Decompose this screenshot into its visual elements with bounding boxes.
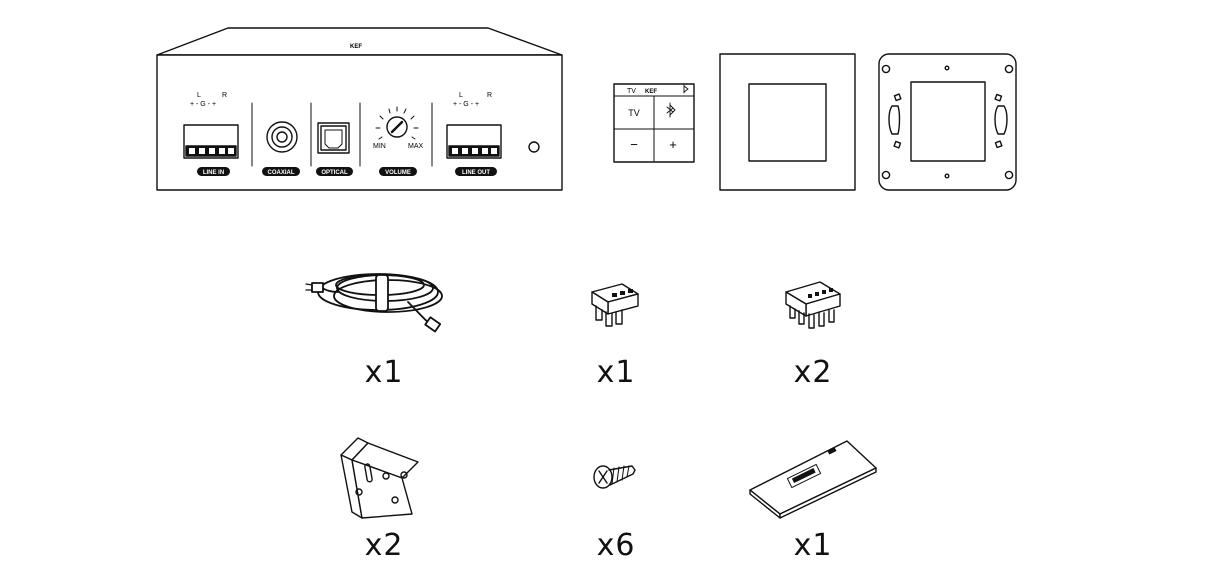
quantity-screw: x6 bbox=[596, 528, 636, 563]
coaxial-jack bbox=[266, 121, 298, 153]
line-in-label: LINE IN bbox=[203, 170, 224, 176]
status-led bbox=[528, 141, 540, 153]
volume-min-label: MIN bbox=[373, 143, 386, 150]
connector-3pin bbox=[591, 283, 639, 327]
volume-knob bbox=[375, 106, 419, 140]
optical-label: OPTICAL bbox=[321, 170, 348, 176]
line-out-polarity: + - G - + bbox=[453, 101, 479, 108]
screw bbox=[593, 465, 636, 489]
line-out-right-label: R bbox=[487, 92, 492, 99]
bluetooth-icon bbox=[666, 84, 689, 118]
volume-max-label: MAX bbox=[408, 143, 424, 150]
quantity-manual: x1 bbox=[793, 528, 833, 563]
amplifier-unit bbox=[156, 27, 563, 191]
power-cord bbox=[305, 273, 443, 333]
keypad-brand-logo: KEF bbox=[645, 89, 657, 95]
wall-keypad bbox=[613, 83, 695, 163]
line-in-polarity: + - G - + bbox=[190, 101, 216, 108]
manual-booklet bbox=[749, 440, 877, 519]
mounting-bracket bbox=[340, 437, 419, 519]
line-in-left-label: L bbox=[197, 92, 201, 99]
line-in-right-label: R bbox=[222, 92, 227, 99]
optical-port bbox=[317, 122, 350, 154]
keypad-plus-button: + bbox=[669, 137, 677, 152]
line-out-label: LINE OUT bbox=[462, 170, 490, 176]
keypad-tv-indicator: TV bbox=[627, 88, 636, 95]
line-out-terminal bbox=[446, 124, 502, 159]
volume-label: VOLUME bbox=[385, 170, 411, 176]
keypad-tv-button: TV bbox=[628, 108, 640, 118]
line-out-left-label: L bbox=[459, 92, 463, 99]
quantity-mounting-bracket: x2 bbox=[364, 528, 404, 563]
keypad-minus-button: − bbox=[630, 137, 638, 152]
connector-5pin bbox=[785, 281, 841, 329]
quantity-power-cord: x1 bbox=[364, 355, 404, 390]
wall-plate-frame bbox=[719, 53, 856, 191]
quantity-connector-5pin: x2 bbox=[793, 355, 833, 390]
quantity-connector-3pin: x1 bbox=[596, 355, 636, 390]
coaxial-label: COAXIAL bbox=[268, 170, 295, 176]
line-in-terminal bbox=[183, 124, 239, 159]
amplifier-brand-logo: KEF bbox=[350, 44, 362, 50]
mounting-plate bbox=[878, 53, 1017, 191]
